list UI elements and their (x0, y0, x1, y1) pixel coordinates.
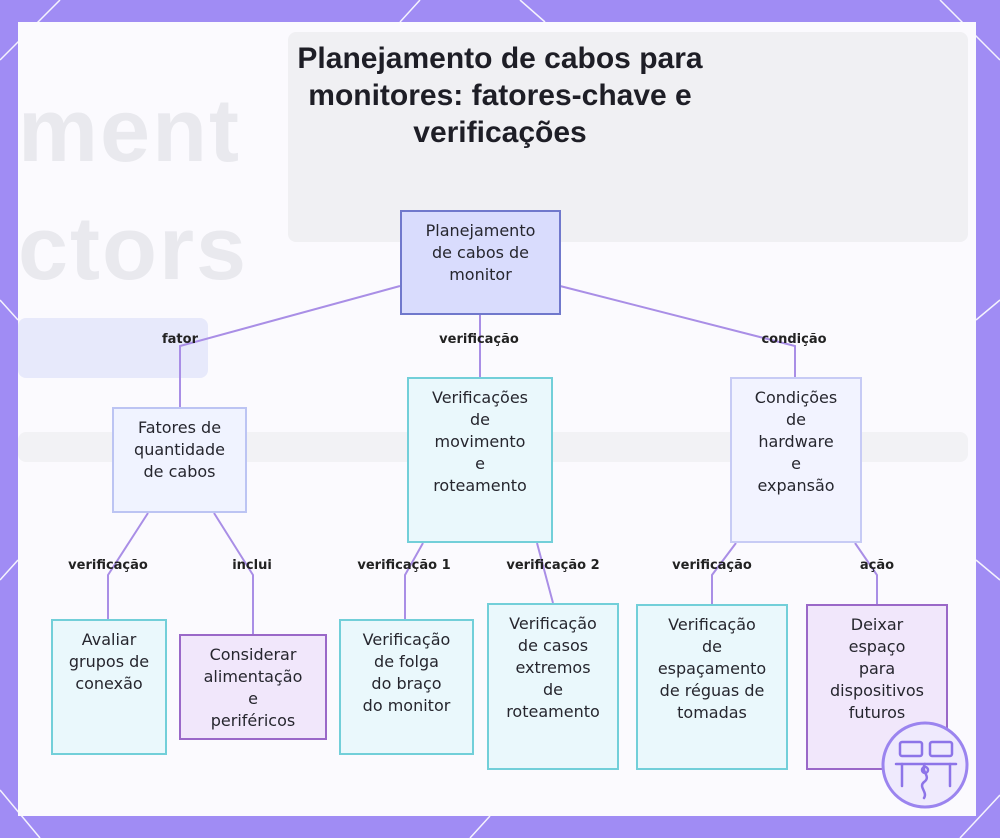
node-movimento: Verificações de movimento e roteamento (407, 377, 553, 543)
node-avaliar: Avaliar grupos de conexão (51, 619, 167, 755)
node-extremos: Verificação de casos extremos de roteame… (487, 603, 619, 770)
background-decoration: ctors (18, 199, 249, 299)
edge-label-verificacao: verificação (68, 558, 148, 573)
edge-label-acao: ação (859, 558, 895, 573)
edge-root-fatores (179, 285, 401, 407)
edge-fatores-considerar (213, 512, 254, 634)
edge-label-inclui: inclui (232, 558, 272, 573)
node-fatores: Fatores de quantidade de cabos (112, 407, 247, 513)
edge-movimento-extremos (536, 542, 554, 604)
node-considerar: Considerar alimentação e periféricos (179, 634, 327, 740)
edge-root-condicoes (559, 285, 796, 377)
edge-label-verificacao: verificação (439, 332, 519, 347)
edge-condicoes-deixar (854, 542, 878, 604)
edge-label-fator: fator (162, 332, 198, 347)
edge-condicoes-reguas (711, 542, 737, 604)
edge-label-verificacao-2: verificação 2 (506, 558, 600, 573)
node-folga: Verificação de folga do braço do monitor (339, 619, 474, 755)
node-condicoes: Condições de hardware e expansão (730, 377, 862, 543)
background-decoration (288, 32, 968, 242)
edge-movimento-folga (404, 542, 424, 619)
node-root: Planejamento de cabos de monitor (400, 210, 561, 315)
diagram-title: Planejamento de cabos para monitores: fa… (297, 42, 703, 149)
edge-fatores-avaliar (107, 512, 149, 619)
workspace-logo-icon (881, 721, 969, 809)
background-decoration (18, 318, 208, 378)
edge-label-condicao: condição (761, 332, 827, 347)
background-decoration: ment (18, 81, 242, 181)
edge-label-verificacao: verificação (672, 558, 752, 573)
node-reguas: Verificação de espaçamento de réguas de … (636, 604, 788, 770)
edge-label-verificacao-1: verificação 1 (357, 558, 451, 573)
